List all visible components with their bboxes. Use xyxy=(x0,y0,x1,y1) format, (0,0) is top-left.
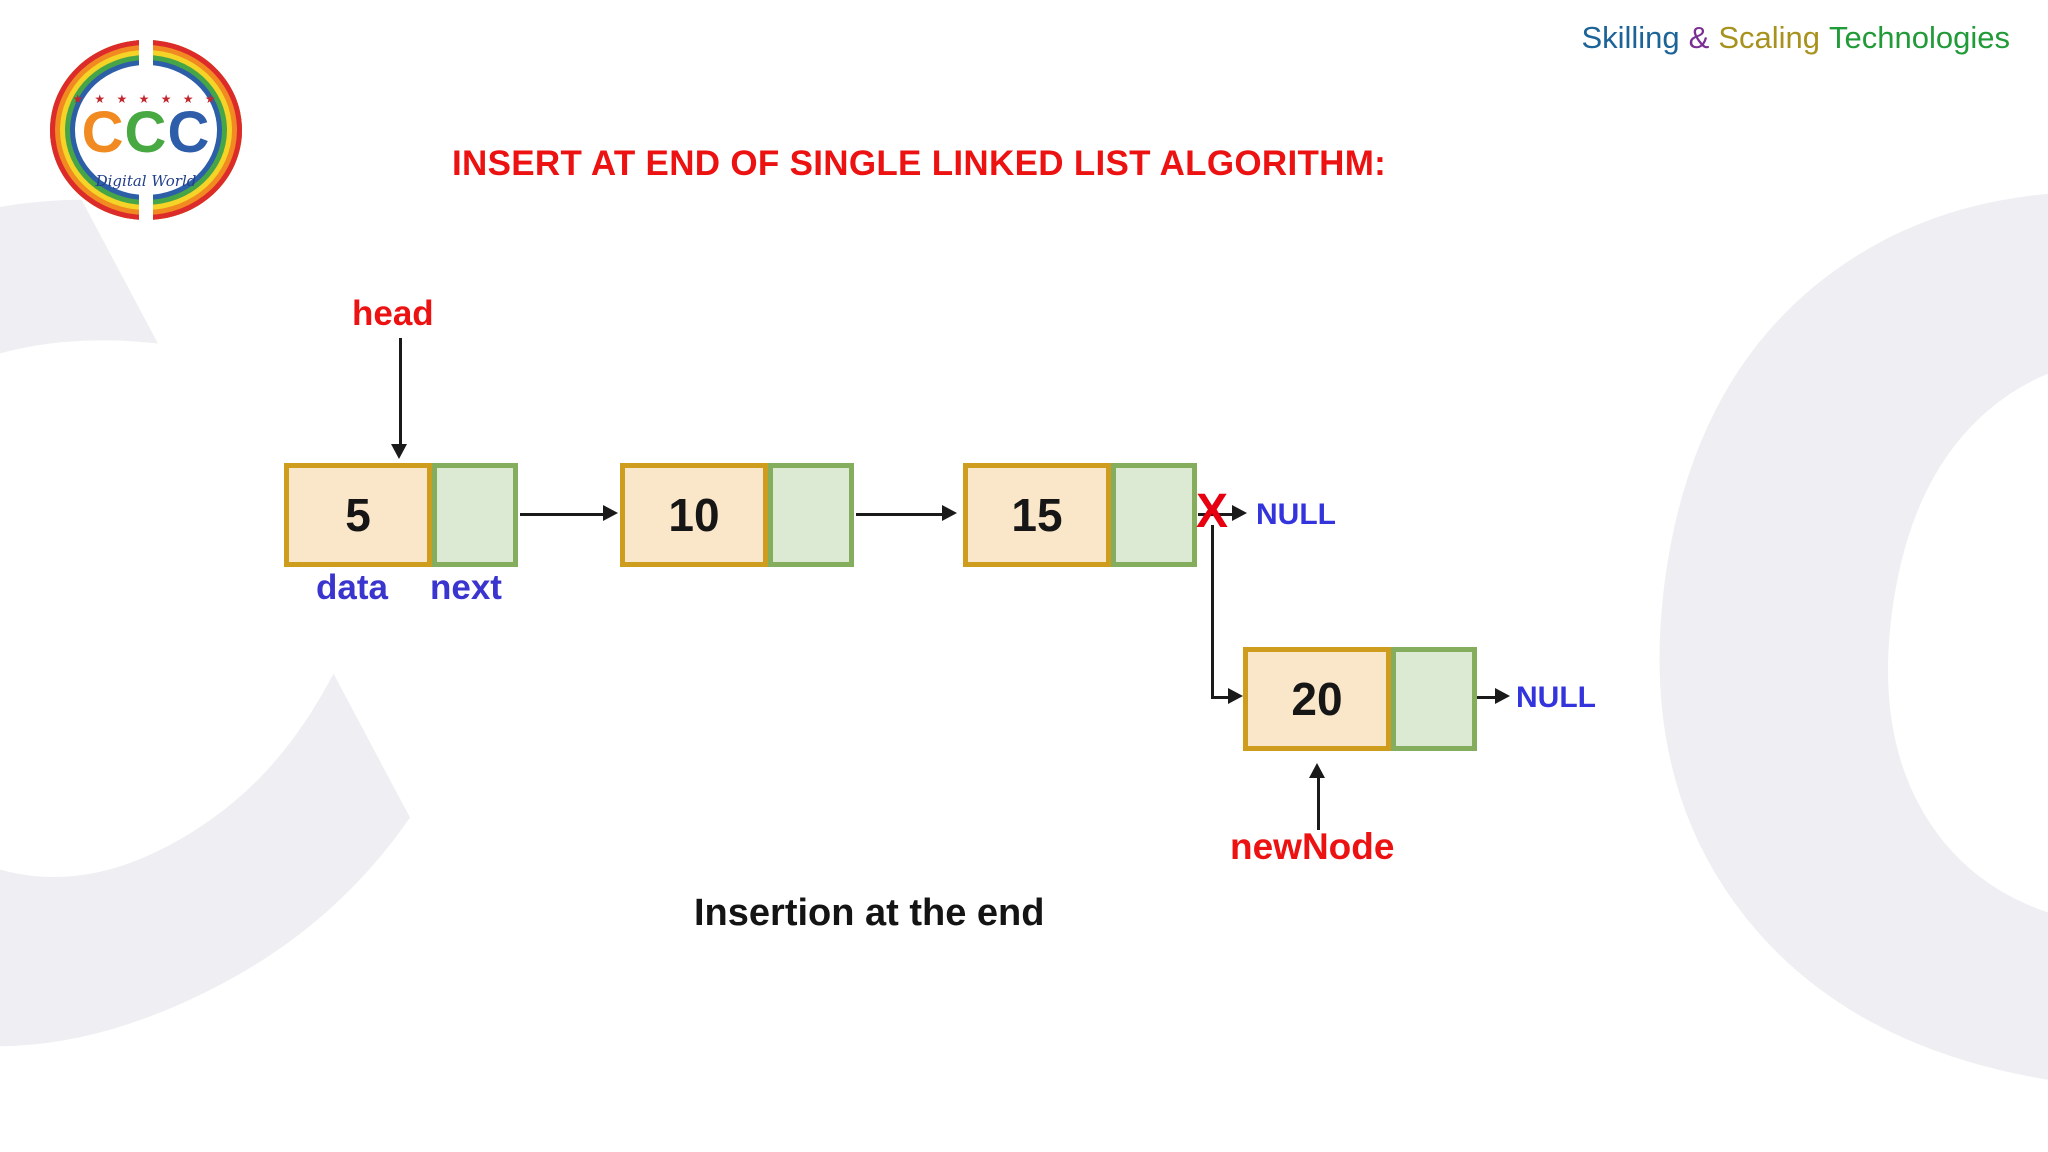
new-null-label: NULL xyxy=(1516,681,1596,714)
node-1-value: 5 xyxy=(345,489,371,541)
brand-word-technologies: Technologies xyxy=(1829,20,2010,55)
logo-stars: ★ ★ ★ ★ ★ ★ ★ xyxy=(72,92,220,106)
redirect-arrow-vertical-line xyxy=(1211,525,1214,697)
node-2-value: 10 xyxy=(668,489,720,541)
crossed-out-x-mark: X xyxy=(1195,484,1228,538)
head-arrow-line xyxy=(399,338,402,446)
redirect-arrow-head xyxy=(1228,688,1243,704)
logo-letter-c1: C xyxy=(81,100,125,165)
head-arrow-head xyxy=(391,444,407,459)
old-null-arrow-head xyxy=(1232,505,1247,521)
new-node-next-cell xyxy=(1391,647,1477,751)
node-1-next-cell xyxy=(432,463,518,567)
data-field-label: data xyxy=(316,568,388,607)
node-3-value: 15 xyxy=(1011,489,1063,541)
newnode-arrow-head xyxy=(1309,763,1325,778)
node-3-next-cell xyxy=(1111,463,1197,567)
logo-ring-gap-bottom xyxy=(139,192,153,222)
watermark-c-right: C xyxy=(1508,0,2048,1152)
node-3-data-cell: 15 xyxy=(963,463,1111,567)
next-field-label: next xyxy=(430,568,502,607)
node-1-data-cell: 5 xyxy=(284,463,432,567)
new-null-arrow-line xyxy=(1477,696,1497,699)
new-null-arrow-head xyxy=(1495,688,1510,704)
new-list-node: 20 xyxy=(1243,647,1477,751)
brand-word-skilling: Skilling xyxy=(1581,20,1680,55)
node-2-next-cell xyxy=(768,463,854,567)
slide-title: INSERT AT END OF SINGLE LINKED LIST ALGO… xyxy=(452,144,1387,183)
node-2-data-cell: 10 xyxy=(620,463,768,567)
logo-letters: CCC xyxy=(50,104,242,162)
logo-ring-gap-top xyxy=(139,38,153,68)
logo-subtitle: Digital World xyxy=(95,172,197,190)
diagram-caption: Insertion at the end xyxy=(694,892,1045,934)
brand-word-amp: & xyxy=(1688,20,1710,55)
logo-rainbow-rings xyxy=(50,40,242,220)
logo-letter-c3: C xyxy=(167,100,211,165)
head-pointer-label: head xyxy=(352,294,434,333)
newnode-pointer-label: newNode xyxy=(1230,826,1395,867)
list-node-1: 5 xyxy=(284,463,518,567)
link-arrow-1-head xyxy=(603,505,618,521)
old-null-label: NULL xyxy=(1256,498,1336,531)
list-node-2: 10 xyxy=(620,463,854,567)
list-node-3: 15 xyxy=(963,463,1197,567)
old-null-arrow-line xyxy=(1198,513,1234,516)
logo-letter-c2: C xyxy=(124,100,168,165)
newnode-arrow-line xyxy=(1317,777,1320,830)
link-arrow-2-head xyxy=(942,505,957,521)
ccc-logo: ★ ★ ★ ★ ★ ★ ★ CCC Digital World xyxy=(50,38,242,222)
new-node-data-cell: 20 xyxy=(1243,647,1391,751)
redirect-arrow-horizontal-line xyxy=(1211,696,1231,699)
new-node-value: 20 xyxy=(1291,673,1343,725)
brand-word-scaling: Scaling xyxy=(1718,20,1821,55)
link-arrow-1-line xyxy=(520,513,605,516)
link-arrow-2-line xyxy=(856,513,944,516)
